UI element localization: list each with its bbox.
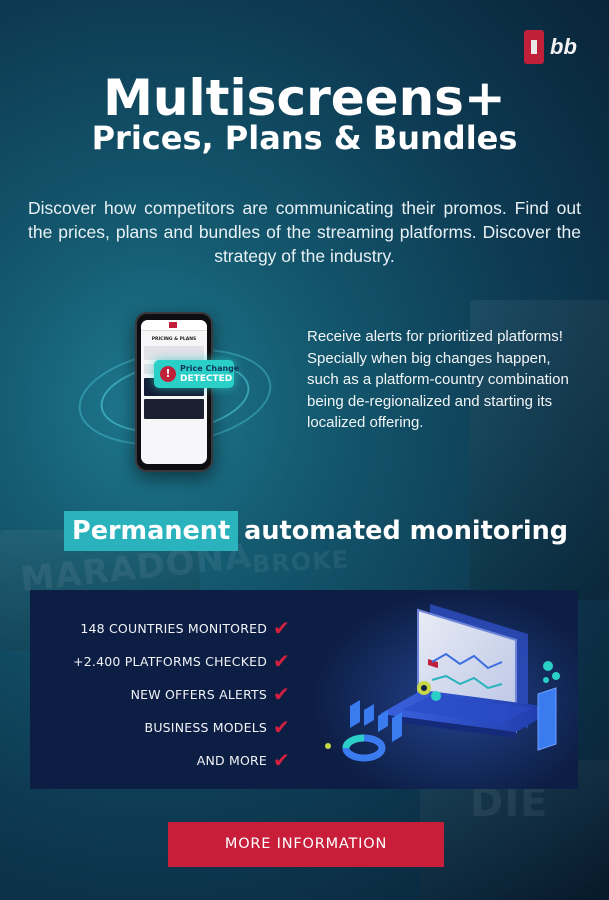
badge-line1: Price Change [180,364,240,373]
checkmark-icon: ✔ [273,616,290,640]
phone-screen-block [144,346,204,360]
features-panel: 148 COUNTRIES MONITORED ✔ +2.400 PLATFORM… [30,590,578,789]
brand-logo: bb [524,30,584,66]
monitoring-rest: automated monitoring [244,516,569,546]
checkmark-icon: ✔ [273,748,290,772]
more-information-button[interactable]: MORE INFORMATION [168,822,444,867]
feature-label: +2.400 PLATFORMS CHECKED [73,653,268,669]
feature-item: 148 COUNTRIES MONITORED ✔ [50,618,290,638]
laptop-dashboard-illustration [325,604,560,762]
exclamation-icon: ! [160,366,176,382]
page-subtitle: Prices, Plans & Bundles [91,119,518,157]
page-title: Multiscreens+ [103,69,506,127]
feature-label: AND MORE [196,752,268,768]
feature-label: BUSINESS MODELS [144,719,268,735]
phone-screen-banner [144,399,204,419]
alerts-paragraph: Receive alerts for prioritized platforms… [307,328,569,431]
price-change-badge: ! Price Change DETECTED [154,360,239,388]
feature-item: BUSINESS MODELS ✔ [50,717,290,737]
smartphone-illustration: PRICING & PLANS [135,312,213,472]
feature-item: NEW OFFERS ALERTS ✔ [50,684,290,704]
background-poster [470,300,609,600]
intro-paragraph: Discover how competitors are communicati… [28,198,581,266]
brand-logo-mark [524,30,544,64]
badge-line2: DETECTED [180,374,233,384]
feature-label: 148 COUNTRIES MONITORED [80,620,268,636]
feature-item: AND MORE ✔ [50,750,290,770]
phone-screen: PRICING & PLANS [141,320,207,464]
brand-logo-text: bb [550,34,577,59]
phone-screen-heading: PRICING & PLANS [151,337,197,342]
feature-label: NEW OFFERS ALERTS [130,686,268,702]
feature-item: +2.400 PLATFORMS CHECKED ✔ [50,651,290,671]
checkmark-icon: ✔ [273,682,290,706]
checkmark-icon: ✔ [273,715,290,739]
phone-screen-header [141,320,207,331]
checkmark-icon: ✔ [273,649,290,673]
monitoring-highlight: Permanent [64,511,239,551]
